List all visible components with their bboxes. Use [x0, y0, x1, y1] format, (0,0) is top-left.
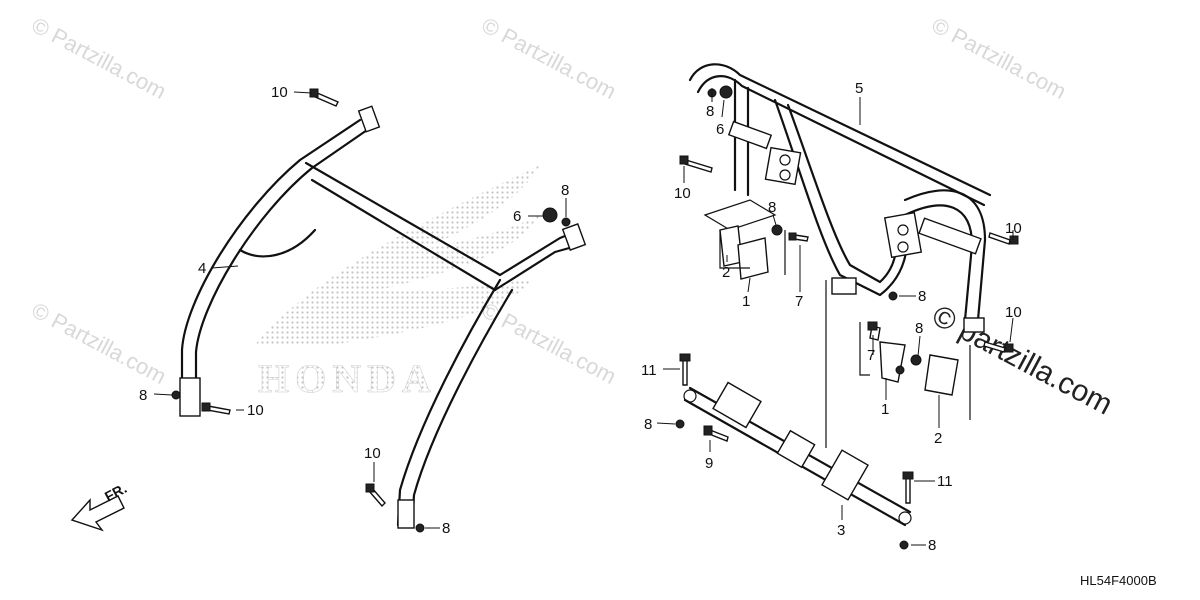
callout-8: 8	[644, 416, 652, 433]
bolt-icon	[983, 341, 1006, 353]
bolt-head-icon	[1009, 235, 1019, 245]
callout-5: 5	[855, 80, 863, 97]
callouts: 4 10 6 8 8 10 10 8 5 8 6 10 8 2 1 7 10 8…	[139, 80, 1022, 554]
callout-10: 10	[271, 84, 288, 101]
nut-icon	[910, 354, 922, 366]
callout-7: 7	[795, 293, 803, 310]
callout-10: 10	[1005, 304, 1022, 321]
right-hardware	[675, 85, 1019, 550]
callout-4: 4	[198, 260, 206, 277]
callout-3: 3	[837, 522, 845, 539]
callout-1: 1	[881, 401, 889, 418]
diagram-code: HL54F4000B	[1080, 573, 1157, 588]
callout-8: 8	[915, 320, 923, 337]
callout-10: 10	[674, 185, 691, 202]
bolt-head-icon	[679, 353, 691, 362]
callout-8: 8	[706, 103, 714, 120]
callout-8: 8	[768, 199, 776, 216]
bolt-head-icon	[365, 483, 375, 493]
bolt-head-icon	[902, 471, 914, 480]
honda-logo-text: HONDA	[258, 356, 437, 401]
callout-7: 7	[867, 347, 875, 364]
callout-8: 8	[442, 520, 450, 537]
callout-11: 11	[641, 362, 657, 379]
brackets-lower	[859, 321, 971, 420]
washer-icon	[561, 217, 571, 227]
callout-2: 2	[934, 430, 942, 447]
callout-2: 2	[722, 264, 730, 281]
nut-icon	[719, 85, 733, 99]
honda-wing-logo-icon: HONDA	[255, 165, 540, 401]
watermark: © Partzilla.com	[28, 297, 171, 389]
callout-8: 8	[139, 387, 147, 404]
washer-icon	[675, 419, 685, 429]
callout-6: 6	[513, 208, 521, 225]
left-hardware	[171, 88, 571, 533]
watermark: © Partzilla.com	[28, 12, 171, 104]
arrow-left-icon	[70, 495, 125, 532]
bolt-icon	[905, 477, 911, 504]
bolt-head-icon	[201, 402, 211, 412]
bolt-icon	[988, 232, 1011, 245]
bolt-head-icon	[867, 321, 878, 331]
callout-6: 6	[716, 121, 724, 138]
watermark: © Partzilla.com	[928, 12, 1071, 104]
front-direction-indicator: FR.	[70, 480, 129, 532]
nut-icon	[895, 365, 905, 375]
callout-9: 9	[705, 455, 713, 472]
bolt-head-icon	[788, 232, 797, 241]
bolt-icon	[684, 159, 713, 173]
callout-10: 10	[1005, 220, 1022, 237]
rear-roll-bar-part-5	[688, 63, 992, 333]
brackets-upper	[703, 199, 809, 280]
bolt-icon	[682, 359, 688, 386]
washer-icon	[171, 390, 181, 400]
callout-11: 11	[937, 473, 953, 490]
cross-bar-part-3	[683, 381, 912, 527]
washer-icon	[888, 291, 898, 301]
bolt-head-icon	[703, 425, 713, 436]
bracket-part-1	[737, 237, 769, 280]
front-roll-bar-part-4	[179, 105, 587, 529]
leader-lines	[153, 88, 1014, 546]
callout-8: 8	[561, 182, 569, 199]
direction-label: FR.	[102, 480, 129, 505]
bolt-head-icon	[679, 155, 689, 165]
washer-icon	[415, 523, 425, 533]
nut-icon	[771, 224, 783, 236]
callout-8: 8	[928, 537, 936, 554]
washer-icon	[899, 540, 909, 550]
callout-10: 10	[247, 402, 264, 419]
watermark: © Partzilla.com	[478, 12, 621, 104]
callout-8: 8	[918, 288, 926, 305]
bolt-head-icon	[1004, 343, 1014, 353]
callout-1: 1	[742, 293, 750, 310]
nut-icon	[542, 207, 558, 223]
bracket-part-2	[924, 354, 959, 396]
callout-10: 10	[364, 445, 381, 462]
bracket-part-1	[879, 341, 906, 383]
